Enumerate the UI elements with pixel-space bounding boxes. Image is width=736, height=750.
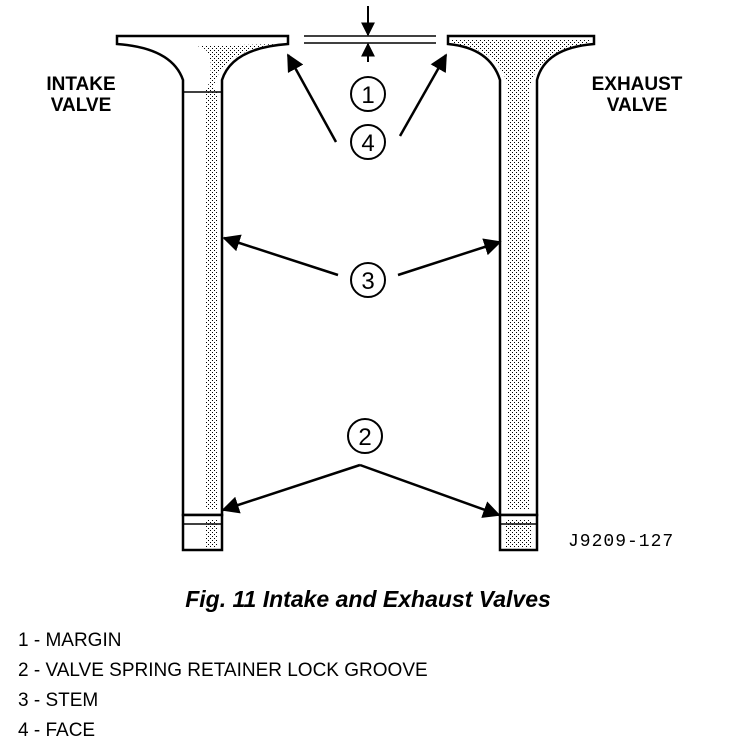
margin-dimension	[304, 6, 436, 62]
face-arrow-exhaust	[398, 53, 448, 137]
figure-code: J9209-127	[568, 532, 675, 552]
legend-item: 3 - STEM	[18, 686, 428, 716]
legend-number: 1	[18, 630, 29, 651]
legend-number: 4	[18, 720, 29, 741]
stem-arrow-intake	[222, 234, 339, 277]
legend-text: - MARGIN	[28, 630, 122, 651]
legend: 1 - MARGIN 2 - VALVE SPRING RETAINER LOC…	[18, 626, 428, 746]
exhaust-valve-label: EXHAUST VALVE	[582, 74, 692, 116]
groove-arrow-exhaust	[359, 463, 501, 518]
callout-margin: 1	[350, 76, 386, 112]
intake-valve	[115, 34, 290, 552]
legend-item: 2 - VALVE SPRING RETAINER LOCK GROOVE	[18, 656, 428, 686]
stem-arrow-exhaust	[397, 238, 502, 277]
svg-text:1: 1	[361, 82, 374, 109]
groove-arrow-intake	[221, 463, 361, 514]
intake-label-line1: INTAKE	[46, 74, 116, 95]
legend-text: - VALVE SPRING RETAINER LOCK GROOVE	[28, 660, 428, 681]
exhaust-label-line1: EXHAUST	[591, 74, 683, 95]
intake-valve-label: INTAKE VALVE	[36, 74, 126, 116]
valve-diagram: 1 4 3 2	[115, 6, 596, 552]
face-arrow-intake	[286, 53, 338, 143]
svg-text:3: 3	[361, 268, 374, 295]
exhaust-valve	[446, 34, 596, 552]
legend-item: 4 - FACE	[18, 716, 428, 746]
callout-groove: 2	[347, 418, 383, 454]
intake-label-line2: VALVE	[50, 95, 112, 116]
exhaust-label-line2: VALVE	[606, 95, 668, 116]
callout-face: 4	[350, 124, 386, 160]
figure-caption: Fig. 11 Intake and Exhaust Valves	[185, 586, 551, 612]
legend-number: 3	[18, 690, 29, 711]
leader-arrows	[221, 53, 502, 518]
legend-item: 1 - MARGIN	[18, 626, 428, 656]
legend-text: - FACE	[28, 720, 96, 741]
svg-text:2: 2	[358, 424, 371, 451]
legend-number: 2	[18, 660, 29, 681]
callout-stem: 3	[350, 262, 386, 298]
legend-text: - STEM	[28, 690, 99, 711]
svg-text:4: 4	[361, 130, 374, 157]
